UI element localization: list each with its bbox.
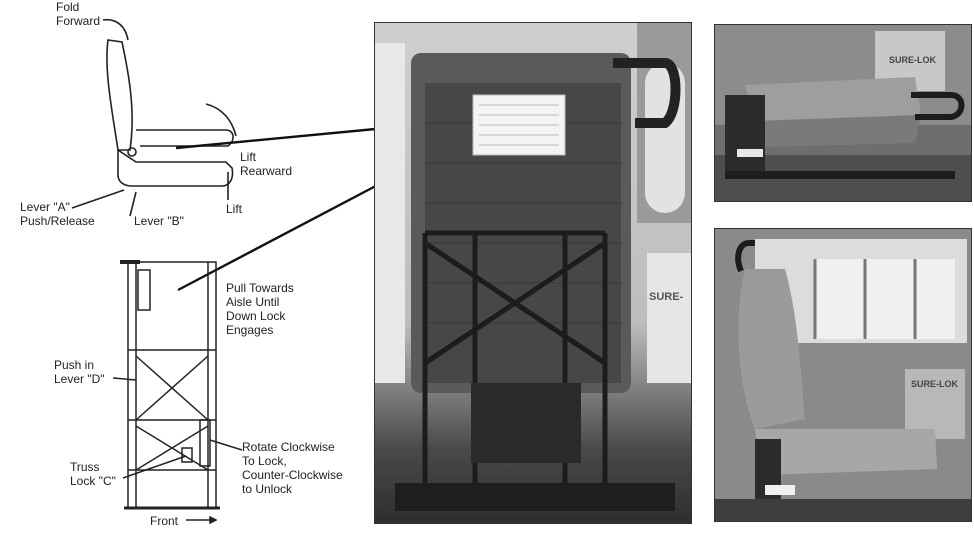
label-fold-forward: Fold Forward <box>56 0 101 28</box>
lever-a-pointer <box>71 189 125 209</box>
photo-folded-seat: SURE- <box>374 22 692 524</box>
lever-b-pointer <box>129 191 137 217</box>
frame-diagram <box>112 260 243 525</box>
label-front: Front <box>150 514 179 528</box>
fold-forward-arrow <box>102 18 129 41</box>
label-lift: Lift <box>226 202 243 216</box>
rotate-lock-box <box>199 419 211 467</box>
photo-brand-center: SURE- <box>649 291 684 303</box>
photo-seat-deployed-art <box>715 239 971 521</box>
label-pull-towards: Pull Towards Aisle Until Down Lock Engag… <box>226 281 294 337</box>
lever-d-housing <box>137 269 151 311</box>
label-rotate-clockwise: Rotate Clockwise To Lock, Counter-Clockw… <box>242 440 343 496</box>
label-lift-rearward: Lift Rearward <box>240 150 293 178</box>
label-push-in-lever-d: Push in Lever "D" <box>54 358 105 386</box>
lift-rearward-arrow <box>205 103 237 137</box>
photo-brand-bottom-right: SURE-LOK <box>911 379 958 389</box>
raised-cushion-outline <box>136 129 234 147</box>
photo-folded-seat-art <box>375 23 691 511</box>
label-lever-a: Lever "A" Push/Release <box>20 200 95 228</box>
photo-cushion-raised-art <box>715 25 971 201</box>
photo-brand-top-right: SURE-LOK <box>889 55 936 65</box>
truss-lock-box <box>181 447 193 463</box>
seat-cushion-outline <box>117 148 234 187</box>
label-truss-lock-c: Truss Lock "C" <box>70 460 116 488</box>
label-lever-b: Lever "B" <box>134 214 184 228</box>
seat-back-outline <box>106 39 133 151</box>
seat-side-diagram <box>71 18 237 217</box>
photo-seat-deployed: SURE-LOK <box>714 228 972 522</box>
photo-cushion-raised: SURE-LOK <box>714 24 972 202</box>
pivot-circle <box>127 147 137 157</box>
